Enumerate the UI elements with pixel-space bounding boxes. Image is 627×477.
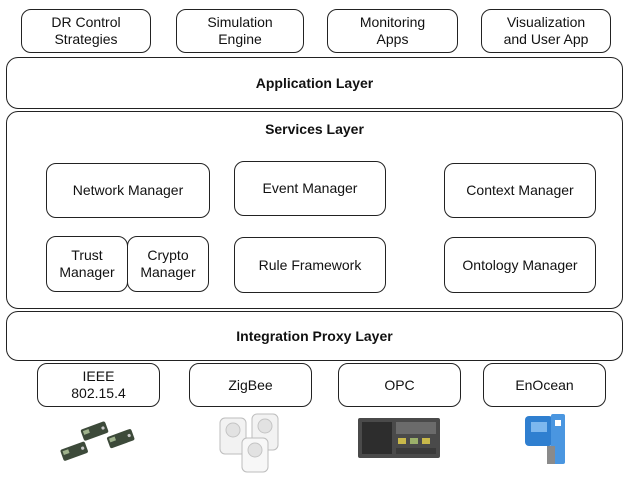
enocean-module-icon — [525, 414, 565, 464]
app-simulation-engine: Simulation Engine — [176, 9, 304, 53]
plc-controller-icon — [358, 418, 440, 458]
protocol-zigbee: ZigBee — [189, 363, 312, 407]
smart-plugs-icon — [219, 413, 279, 473]
app-monitoring-apps: Monitoring Apps — [327, 9, 458, 53]
services-layer-title: Services Layer — [265, 121, 364, 137]
network-manager: Network Manager — [46, 163, 210, 218]
ontology-manager: Ontology Manager — [444, 237, 596, 293]
sensor-boards-icon — [60, 421, 135, 461]
protocol-ieee-802-15-4: IEEE 802.15.4 — [37, 363, 160, 407]
app-visualization-user-app: Visualization and User App — [481, 9, 611, 53]
app-dr-control-strategies: DR Control Strategies — [21, 9, 151, 53]
crypto-manager: Crypto Manager — [127, 236, 209, 292]
protocol-opc: OPC — [338, 363, 461, 407]
integration-proxy-layer: Integration Proxy Layer — [6, 311, 623, 361]
protocol-enocean: EnOcean — [483, 363, 606, 407]
rule-framework: Rule Framework — [234, 237, 386, 293]
context-manager: Context Manager — [444, 163, 596, 218]
event-manager: Event Manager — [234, 161, 386, 216]
application-layer: Application Layer — [6, 57, 623, 109]
trust-manager: Trust Manager — [46, 236, 128, 292]
